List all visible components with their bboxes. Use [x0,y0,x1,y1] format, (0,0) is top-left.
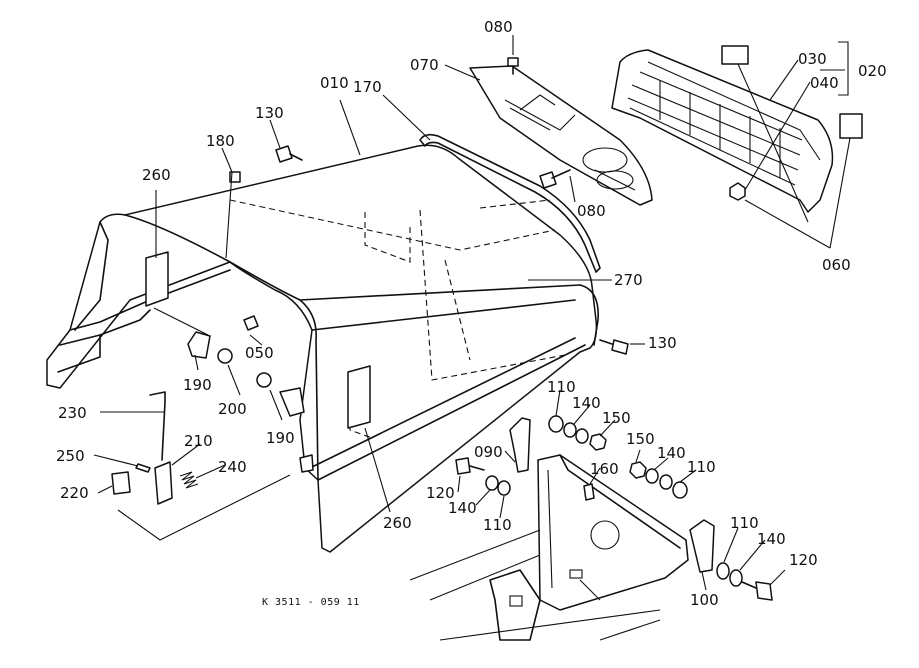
leader-lines [93,35,851,591]
bracket-190-right [279,387,305,417]
label-140-right: 140 [657,444,686,462]
label-100: 100 [690,591,719,609]
label-270: 270 [614,271,643,289]
label-110-right: 110 [687,458,716,476]
label-260-bottom: 260 [383,514,412,532]
bolt-080-top [507,57,519,75]
label-130-top: 130 [255,104,284,122]
label-250: 250 [56,447,85,465]
hinge-100 [689,519,715,573]
label-230: 230 [58,404,87,422]
label-050: 050 [245,344,274,362]
stud-160 [583,483,595,501]
screw-050 [243,315,259,331]
label-140-top: 140 [572,394,601,412]
label-210: 210 [184,432,213,450]
label-260-top: 260 [142,166,171,184]
foam-260-lower [347,365,371,429]
label-140-bottom: 140 [757,530,786,548]
clip-180 [229,171,241,183]
drawing-code: K 3511 - 059 11 [262,597,360,608]
gasket-170 [419,133,601,273]
latch-leader [117,474,291,541]
label-160: 160 [590,460,619,478]
label-080-top: 080 [484,18,513,36]
label-010: 010 [320,74,349,92]
label-090: 090 [474,443,503,461]
label-130-right: 130 [648,334,677,352]
label-140-lower: 140 [448,499,477,517]
label-060: 060 [822,256,851,274]
nut-200 [217,348,272,388]
label-170: 170 [353,78,382,96]
part-labels: 010 020 030 040 050 060 070 080 080 090 … [56,18,887,609]
label-070: 070 [410,56,439,74]
latch-rod-230 [149,391,166,461]
hardware-stack-right [629,461,688,499]
label-220: 220 [60,484,89,502]
label-120-right: 120 [789,551,818,569]
pin-250 [135,463,151,473]
bracket-190-left [187,331,211,359]
knob-220 [111,471,131,495]
label-150-right: 150 [626,430,655,448]
bolt-120-right [716,562,773,601]
label-110-lower: 110 [483,516,512,534]
bolt-120-left [455,457,511,496]
spring-240 [179,471,199,489]
label-200: 200 [218,400,247,418]
bolt-080-bottom [539,169,571,189]
label-150-top: 150 [602,409,631,427]
label-190-left: 190 [183,376,212,394]
bolt-130-top [275,145,303,163]
label-110-bottom: 110 [730,514,759,532]
foam-260-left [145,251,169,307]
bolt-130-right [599,339,629,355]
grille-plate-070 [469,65,653,206]
label-040: 040 [810,74,839,92]
label-190-right: 190 [266,429,295,447]
label-180: 180 [206,132,235,150]
label-020: 020 [858,62,887,80]
hinge-090 [509,417,531,473]
label-080-bottom: 080 [577,202,606,220]
hardware-stack-upper [548,415,607,451]
frame-bracket [409,454,689,641]
front-grille-030 [611,45,863,213]
hood-010 [46,144,599,553]
label-030: 030 [798,50,827,68]
latch-210 [154,461,173,505]
label-120-left: 120 [426,484,455,502]
label-110-top: 110 [547,378,576,396]
label-240: 240 [218,458,247,476]
